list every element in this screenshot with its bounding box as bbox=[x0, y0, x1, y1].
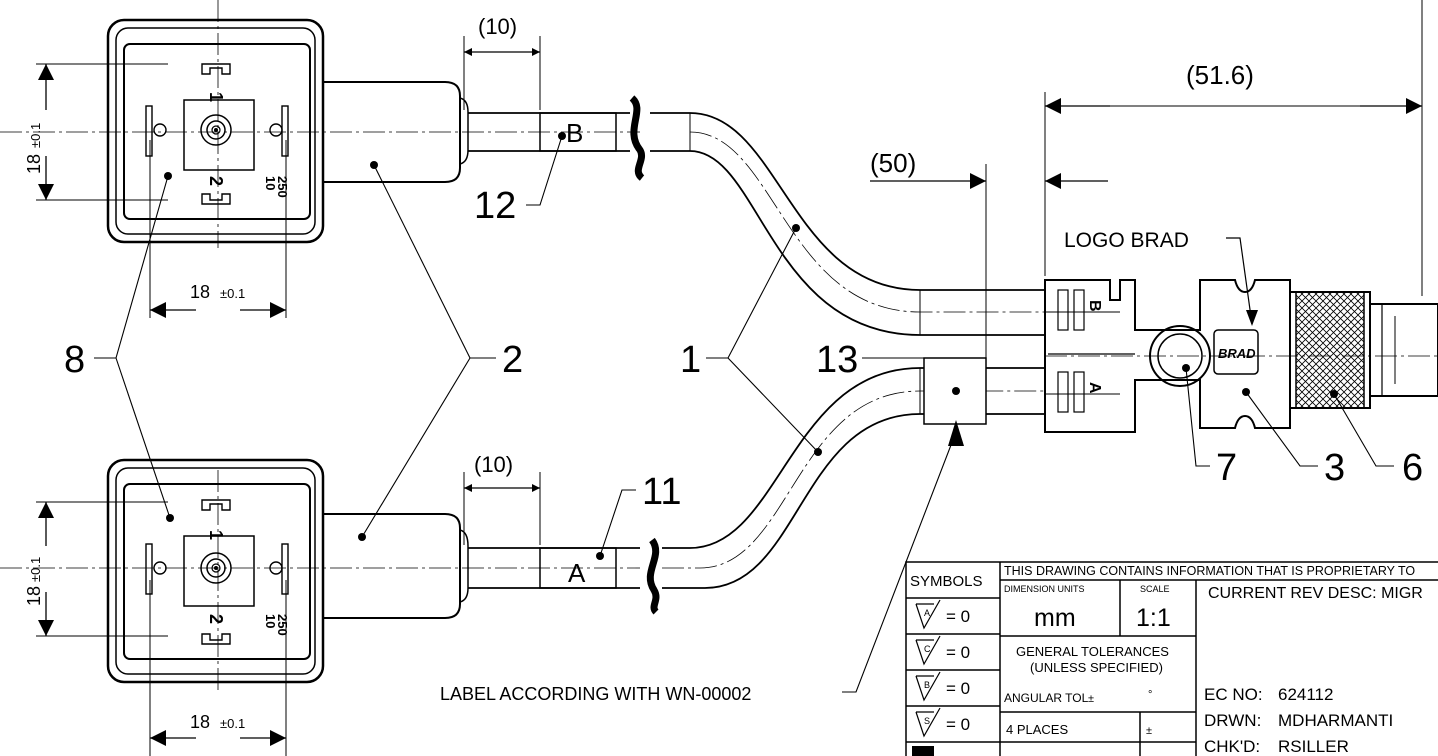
callout-13: 13 bbox=[816, 339, 858, 381]
cable-break-mark bbox=[646, 537, 660, 615]
surface-finish-icon bbox=[915, 599, 941, 738]
scale-value: 1:1 bbox=[1136, 604, 1171, 632]
top-height-tolerance: ±0.1 bbox=[28, 123, 43, 148]
sleeve-a-label: A bbox=[568, 558, 586, 588]
symbol-a-value: = 0 bbox=[946, 607, 970, 626]
rating-label: 250 bbox=[275, 614, 290, 636]
bottom-width-value: 18 bbox=[190, 712, 210, 732]
checked-by-label: CHK'D: bbox=[1204, 737, 1260, 756]
length-50-value: (50) bbox=[870, 148, 916, 178]
logo-brad-note: LOGO BRAD bbox=[1064, 229, 1189, 252]
drawn-by-value: MDHARMANTI bbox=[1278, 711, 1393, 730]
rating-label: 250 bbox=[275, 176, 290, 198]
symbol-s-value: = 0 bbox=[946, 715, 970, 734]
current-rev-desc: CURRENT REV DESC: MIGR bbox=[1208, 585, 1423, 602]
dimension-units-label: DIMENSION UNITS bbox=[1004, 584, 1085, 594]
four-places-label: 4 PLACES bbox=[1006, 722, 1068, 737]
top-ten-dimension bbox=[463, 36, 541, 110]
callout-2: 2 bbox=[502, 339, 523, 381]
top-width-dimension bbox=[149, 140, 287, 318]
callout-7: 7 bbox=[1216, 447, 1237, 489]
bottom-width-tolerance: ±0.1 bbox=[220, 716, 245, 731]
pin-1-label: 1 bbox=[206, 530, 226, 540]
rating-label: 10 bbox=[263, 176, 278, 190]
top-height-value: 18 bbox=[24, 154, 44, 174]
cable-break-mark bbox=[629, 95, 645, 181]
top-width-tolerance: ±0.1 bbox=[220, 286, 245, 301]
bottom-cable bbox=[468, 367, 1045, 589]
callout-11: 11 bbox=[642, 471, 681, 513]
pin-2-label: 2 bbox=[206, 614, 226, 624]
general-tolerances-line1: GENERAL TOLERANCES bbox=[1016, 644, 1169, 659]
symbol-c-value: = 0 bbox=[946, 643, 970, 662]
callout-1: 1 bbox=[680, 339, 701, 381]
checked-by-value: RSILLER bbox=[1278, 737, 1349, 756]
svg-text:A: A bbox=[924, 608, 930, 618]
degree-symbol: ° bbox=[1148, 689, 1152, 701]
rating-label: 10 bbox=[263, 614, 278, 628]
svg-text:S: S bbox=[924, 716, 930, 726]
bottom-ten-value: (10) bbox=[474, 452, 513, 477]
bottom-ten-dimension bbox=[463, 472, 541, 545]
callout-12: 12 bbox=[474, 185, 516, 227]
symbol-b-value: = 0 bbox=[946, 679, 970, 698]
general-tolerances-line2: (UNLESS SPECIFIED) bbox=[1030, 660, 1163, 675]
bottom-width-dimension bbox=[149, 580, 287, 756]
pin-1-label: 1 bbox=[206, 92, 226, 102]
bottom-height-tolerance: ±0.1 bbox=[28, 557, 43, 582]
mold-a-mark: A bbox=[1086, 382, 1103, 394]
callout-3: 3 bbox=[1324, 447, 1345, 489]
top-valve-connector bbox=[106, 18, 469, 244]
plus-minus: ± bbox=[1088, 693, 1094, 705]
centerline bbox=[0, 0, 640, 248]
length-51-6-value: (51.6) bbox=[1186, 60, 1254, 90]
bottom-valve-connector bbox=[106, 458, 469, 684]
svg-text:B: B bbox=[924, 680, 930, 690]
bottom-height-value: 18 bbox=[24, 586, 44, 606]
length-dimensions bbox=[870, 0, 1423, 358]
angular-tolerance-label: ANGULAR TOL bbox=[1004, 691, 1089, 705]
title-block bbox=[905, 561, 1438, 756]
top-ten-value: (10) bbox=[478, 14, 517, 39]
top-width-value: 18 bbox=[190, 282, 210, 302]
mold-b-mark: B bbox=[1086, 300, 1103, 312]
callout-6: 6 bbox=[1402, 447, 1423, 489]
callout-8: 8 bbox=[64, 339, 85, 381]
proprietary-notice: THIS DRAWING CONTAINS INFORMATION THAT I… bbox=[1004, 564, 1415, 578]
top-height-dimension bbox=[36, 63, 168, 201]
label-note: LABEL ACCORDING WITH WN-00002 bbox=[440, 684, 751, 704]
top-cable bbox=[468, 112, 1045, 336]
scale-label: SCALE bbox=[1140, 584, 1170, 594]
svg-text:C: C bbox=[924, 644, 931, 654]
symbols-header: SYMBOLS bbox=[910, 573, 983, 590]
ec-number-label: EC NO: bbox=[1204, 685, 1263, 704]
bottom-height-dimension bbox=[36, 501, 168, 637]
dimension-units-value: mm bbox=[1034, 604, 1076, 632]
ec-number-value: 624112 bbox=[1278, 685, 1333, 704]
knurled-coupling-nut bbox=[1295, 291, 1365, 409]
pin-2-label: 2 bbox=[206, 176, 226, 186]
drawn-by-label: DRWN: bbox=[1204, 711, 1261, 730]
plus-minus: ± bbox=[1146, 725, 1152, 737]
brad-logo: BRAD bbox=[1218, 346, 1256, 361]
sleeve-b-label: B bbox=[566, 118, 583, 148]
leader-lines bbox=[94, 135, 1394, 693]
